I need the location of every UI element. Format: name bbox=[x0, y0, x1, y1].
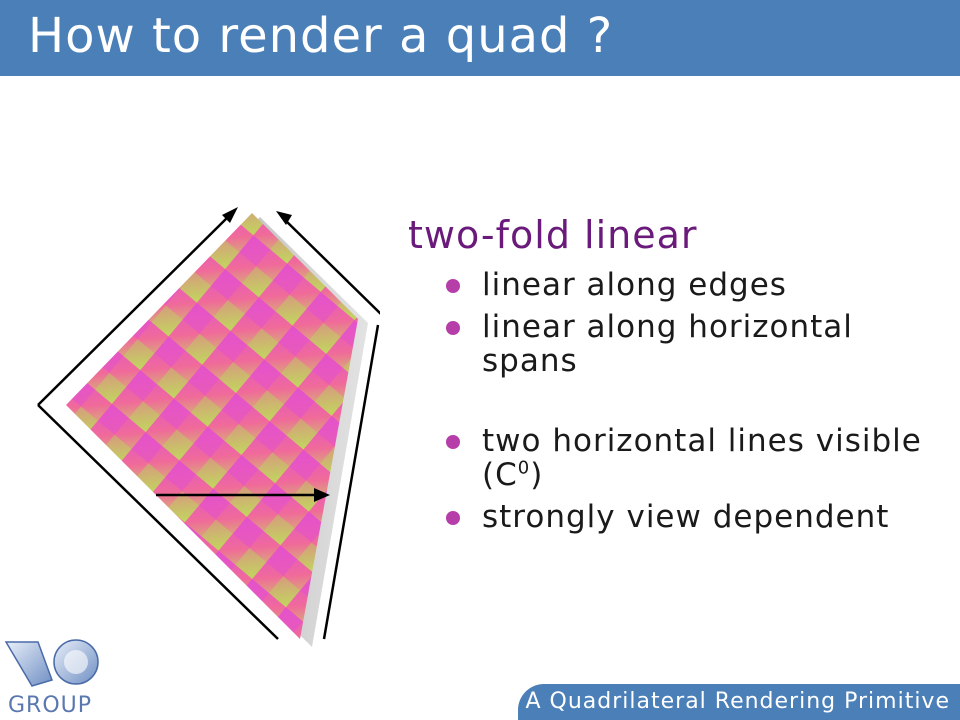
bullet-superscript: 0 bbox=[517, 457, 531, 479]
bullet-dot-icon bbox=[446, 435, 460, 449]
left-edge-upper-line bbox=[37, 212, 233, 406]
bullet-suffix: ) bbox=[530, 457, 544, 493]
bullet-text: strongly view dependent bbox=[482, 499, 890, 535]
logo-inner-circle bbox=[64, 650, 88, 674]
bullet-text: linear along edges bbox=[482, 267, 787, 303]
bullet-item: two horizontal lines visible (C0) bbox=[408, 424, 948, 492]
bullet-list: linear along edges linear along horizont… bbox=[408, 268, 948, 534]
logo-v-shape bbox=[4, 641, 53, 687]
left-edge-lower-line bbox=[37, 404, 279, 640]
slide-content: two-fold linear linear along edges linea… bbox=[408, 212, 948, 542]
title-bar: How to render a quad ? bbox=[0, 0, 960, 76]
bullet-item: linear along horizontal spans bbox=[408, 310, 948, 378]
section-heading: two-fold linear bbox=[408, 213, 698, 257]
bullet-dot-icon bbox=[446, 321, 460, 335]
footer-bar: A Quadrilateral Rendering Primitive bbox=[518, 684, 960, 720]
bullet-item: linear along edges bbox=[408, 268, 948, 302]
slide-title: How to render a quad ? bbox=[28, 8, 614, 64]
logo-text: GROUP bbox=[8, 693, 92, 718]
quad-illustration bbox=[37, 207, 380, 647]
right-edge-upper-line bbox=[281, 216, 380, 315]
bullet-text: linear along horizontal spans bbox=[482, 309, 853, 379]
textured-quad bbox=[66, 213, 358, 639]
bullet-dot-icon bbox=[446, 511, 460, 525]
bullet-item: strongly view dependent bbox=[408, 500, 948, 534]
span-arrowhead-icon bbox=[314, 488, 330, 502]
bullet-text: two horizontal lines visible (C bbox=[482, 423, 922, 493]
vc-group-logo: GROUP bbox=[4, 639, 99, 718]
arrowhead-right-icon bbox=[276, 211, 292, 225]
bullet-dot-icon bbox=[446, 279, 460, 293]
arrowhead-left-icon bbox=[222, 207, 238, 223]
right-edge-lower-line bbox=[322, 324, 380, 640]
footer-title: A Quadrilateral Rendering Primitive bbox=[525, 689, 950, 714]
